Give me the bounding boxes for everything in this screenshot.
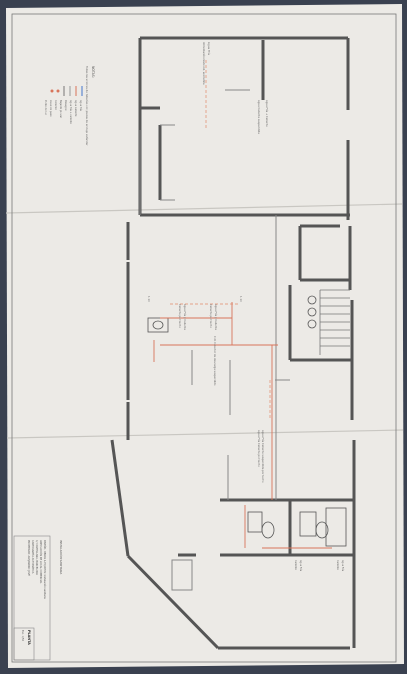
annotation-top-supply-sub: Alimentación desde red, acometida	[202, 42, 205, 85]
dimension-label: 1.10	[147, 296, 151, 302]
fold-line	[5, 203, 403, 214]
legend-item: Punto de luz	[44, 100, 47, 116]
scale-label: Esc. 1/50	[21, 630, 24, 641]
project-line: DISEÑO, OBRAS & EQUIPOS: Instalación san…	[43, 540, 46, 599]
title-block: DISEÑO, OBRAS & EQUIPOS: Instalación san…	[13, 535, 64, 661]
sanitary-fixtures	[147, 295, 347, 547]
sheet-label: PLANTA	[27, 630, 31, 645]
legend-item: Colector	[54, 100, 57, 110]
annotation-wc-2: Caliente	[294, 560, 297, 570]
annotation-supply-4: Caliente por techo	[209, 304, 213, 328]
annotation-lower-vertical-2: Agua Fría Caliente por techo	[257, 430, 261, 467]
annotation-supply-2: Caliente por techo	[178, 304, 182, 328]
annotation-wc-4: Caliente	[336, 560, 339, 570]
project-line: ADECUACIÓN DE LOCAL COMERCIAL	[39, 540, 42, 584]
project-line: PROPIEDAD: ALEJANDRO JOVÉ	[27, 540, 30, 576]
dimension-label: 1.10	[239, 296, 243, 302]
legend-item: Agua fría + caliente	[69, 100, 72, 124]
annotation-supply-1: Agua Fría y Caliente	[183, 304, 187, 330]
annotation-supply-3: Agua Fría y Caliente	[214, 304, 218, 330]
drain-lines	[170, 60, 271, 420]
partitions	[139, 89, 290, 591]
project-line: C/ CASTELLANA, BARCELONA	[35, 540, 38, 575]
legend-swatches	[50, 86, 83, 96]
legend-item: Agua caliente	[74, 100, 77, 117]
legend-item: Agua fría	[79, 100, 82, 111]
notes-heading: NOTAS:	[91, 66, 95, 78]
annotation-vertical-right: Agua Fría + Caliente	[265, 100, 269, 127]
legend-item: Bajante pluvial	[59, 100, 62, 118]
annotation-wc-3: Agua Fría	[341, 560, 344, 572]
plumbing-lines	[153, 302, 332, 549]
annotation-vertical-left: Agua Caliente suspendida	[257, 100, 261, 134]
annotation-lower-vertical-1: Agua Fría Caliente suspendida por techo	[261, 430, 265, 483]
annotation-drain: C.D. Colector de descarga suspendido	[213, 336, 217, 386]
legend-item: Llave de paso	[49, 100, 52, 117]
staircase	[319, 289, 350, 355]
walls	[110, 36, 356, 650]
drawing-name: INSTALACIÓN SANITARIA	[59, 540, 64, 574]
annotation-wc-1: Agua Fría	[299, 560, 302, 572]
annotation-top-supply: Agua Fría	[207, 42, 211, 55]
sheet-border	[11, 13, 397, 663]
paper	[6, 4, 404, 668]
fold-line	[6, 429, 404, 439]
legend-list: Agua fría Agua caliente Agua fría + cali…	[44, 100, 82, 124]
project-line: CARTOGRAFÍA AUTOMÁTICA	[31, 540, 34, 574]
notes-intro: Todas las uniones de tuberías con piezas…	[85, 66, 89, 146]
legend-item: Desagüe	[64, 100, 67, 111]
